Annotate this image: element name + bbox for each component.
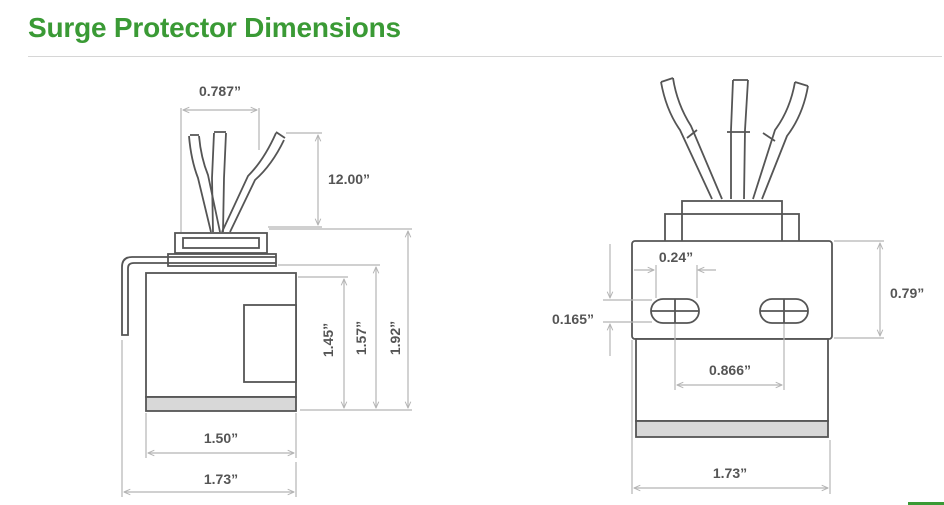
dim-body-height: 1.57” [353,321,369,355]
side-view-wires [188,131,286,233]
dim-slot-spacing: 0.866” [709,362,751,378]
dim-overall-height: 1.92” [387,321,403,355]
front-view-dimension-lines [603,240,884,494]
dim-slot-height: 0.165” [552,311,594,327]
front-view [631,77,833,438]
side-view-collar [167,253,277,267]
side-view [121,131,297,412]
front-view-wires [660,77,809,200]
front-view-mounting-slot-right [759,298,809,324]
dim-side-overall-width: 1.73” [204,471,238,487]
dim-slot-width: 0.24” [659,249,693,265]
title-divider [28,56,942,57]
front-view-nut [664,213,800,243]
front-view-dimension-labels: 0.24” 0.165” 0.79” 0.866” 1.73” [552,249,924,481]
side-view-bracket [121,256,276,336]
front-view-body [635,338,829,422]
corner-accent [908,502,944,505]
side-view-dimension-labels: 0.787” 12.00” 1.45” 1.57” 1.92” 1.50” 1.… [199,83,403,487]
dim-front-overall-width: 1.73” [713,465,747,481]
front-view-base-band [635,420,829,438]
page-title: Surge Protector Dimensions [28,12,401,43]
dim-face-height: 1.45” [320,323,336,357]
dim-top-to-slot: 0.79” [890,285,924,301]
side-view-dimension-lines [121,108,412,497]
dim-body-width: 1.50” [204,430,238,446]
dim-wire-spacing: 0.787” [199,83,241,99]
side-view-label-window [243,304,297,383]
front-view-mounting-slot-left [650,298,700,324]
dim-lead-length: 12.00” [328,171,370,187]
side-view-nut-face [182,237,260,249]
side-view-base-band [145,396,297,412]
